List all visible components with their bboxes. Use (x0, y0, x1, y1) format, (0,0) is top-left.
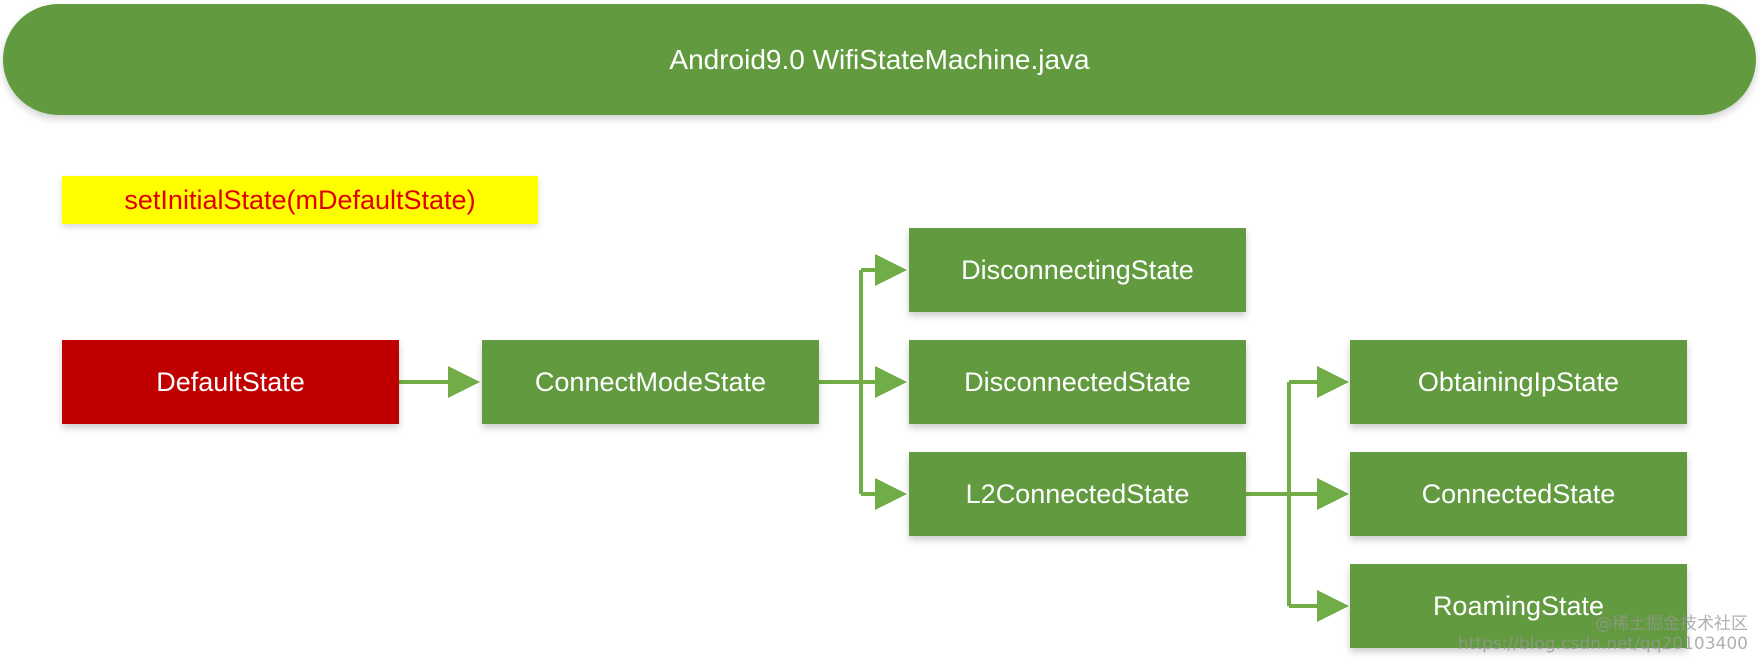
initial-state-note: setInitialState(mDefaultState) (62, 176, 538, 224)
node-obtaining-ip-state: ObtainingIpState (1350, 340, 1687, 424)
node-roaming-state-label: RoamingState (1432, 590, 1605, 621)
node-default-state: DefaultState (62, 340, 399, 424)
node-connect-mode-state-label: ConnectModeState (534, 366, 767, 397)
diagram-title-banner: Android9.0 WifiStateMachine.java (3, 4, 1756, 115)
diagram-title: Android9.0 WifiStateMachine.java (669, 43, 1090, 75)
initial-state-note-text: setInitialState(mDefaultState) (124, 184, 476, 215)
node-connected-state: ConnectedState (1350, 452, 1687, 536)
node-disconnected-state: DisconnectedState (909, 340, 1246, 424)
node-disconnected-state-label: DisconnectedState (964, 366, 1191, 397)
node-l2-connected-state: L2ConnectedState (909, 452, 1246, 536)
watermark-line-2: https://blog.csdn.net/qq20103400 (1458, 634, 1748, 654)
watermark: @稀土掘金技术社区 https://blog.csdn.net/qq201034… (1458, 614, 1748, 654)
node-connected-state-label: ConnectedState (1421, 478, 1616, 509)
node-connect-mode-state: ConnectModeState (482, 340, 819, 424)
node-disconnecting-state-label: DisconnectingState (961, 254, 1194, 285)
node-roaming-state: RoamingState (1350, 564, 1687, 648)
node-default-state-label: DefaultState (156, 366, 305, 397)
watermark-line-1: @稀土掘金技术社区 (1595, 614, 1748, 634)
node-l2-connected-state-label: L2ConnectedState (965, 478, 1190, 509)
node-disconnecting-state: DisconnectingState (909, 228, 1246, 312)
node-obtaining-ip-state-label: ObtainingIpState (1417, 366, 1620, 397)
